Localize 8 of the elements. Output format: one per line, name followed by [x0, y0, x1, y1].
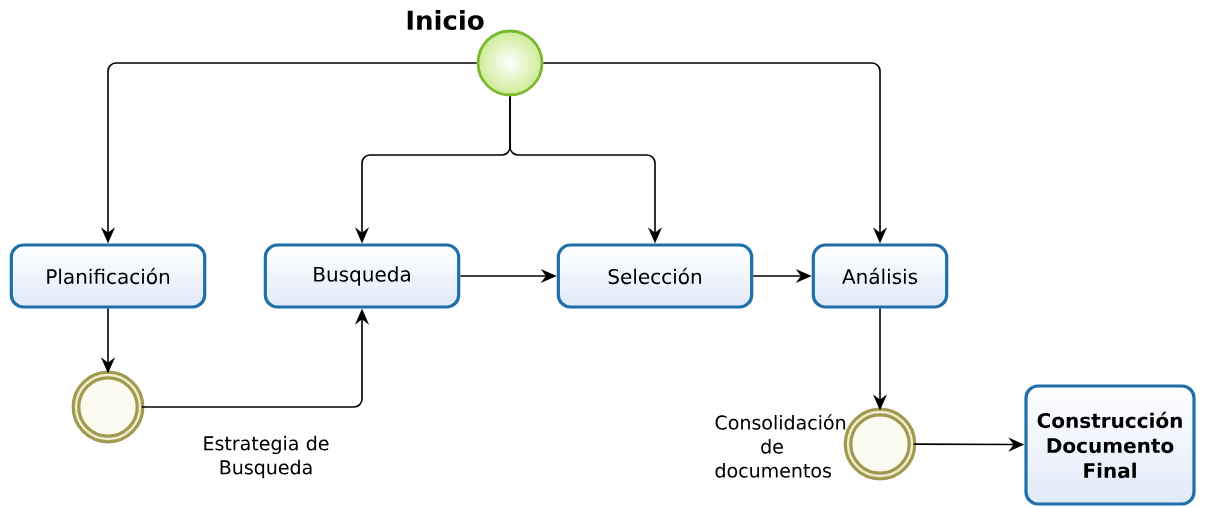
task-box: Análisis: [811, 243, 949, 309]
event-label: Inicio: [407, 9, 484, 31]
event-label: Consolidación de documentos: [715, 414, 846, 478]
task-box: Planificación: [9, 243, 207, 309]
task-box: Selección: [556, 243, 754, 309]
event-label: Estrategia de Busqueda: [204, 435, 329, 479]
task-box: Busqueda: [263, 243, 461, 309]
task-box: Construcción Documento Final: [1024, 384, 1196, 506]
